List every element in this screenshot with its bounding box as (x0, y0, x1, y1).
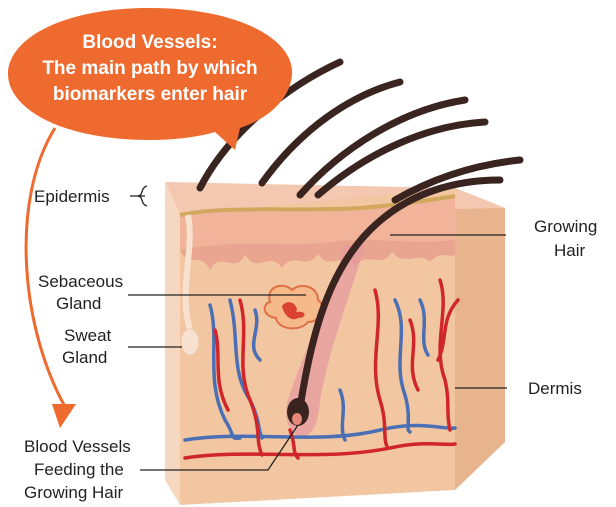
skin-block-left (165, 182, 180, 505)
callout-line-1: Blood Vessels: (14, 30, 286, 56)
callout-line-2: The main path by which (14, 56, 286, 82)
dermis-label: Dermis (528, 378, 582, 399)
blood-vessels-label-line-1: Blood Vessels (24, 436, 131, 457)
dermal-papilla (292, 413, 302, 425)
growing-hair-label-line-2: Hair (554, 240, 585, 261)
sweat-gland (181, 329, 199, 355)
callout-arrow-head (52, 404, 76, 428)
growing-hair-label-line-1: Growing (534, 216, 597, 237)
blood-vessels-label-line-2: Feeding the (34, 459, 124, 480)
callout-arrow (26, 128, 68, 412)
skin-block-side (455, 188, 505, 490)
callout-text: Blood Vessels: The main path by which bi… (14, 30, 286, 108)
sweat-label-line-2: Gland (62, 347, 107, 368)
blood-vessels-label-line-3: Growing Hair (24, 482, 123, 503)
sweat-label-line-1: Sweat (64, 325, 111, 346)
sebaceous-label-line-1: Sebaceous (38, 271, 123, 292)
epidermis-label: Epidermis (34, 186, 110, 207)
callout-line-3: biomarkers enter hair (14, 82, 286, 108)
sebaceous-label-line-2: Gland (56, 293, 101, 314)
